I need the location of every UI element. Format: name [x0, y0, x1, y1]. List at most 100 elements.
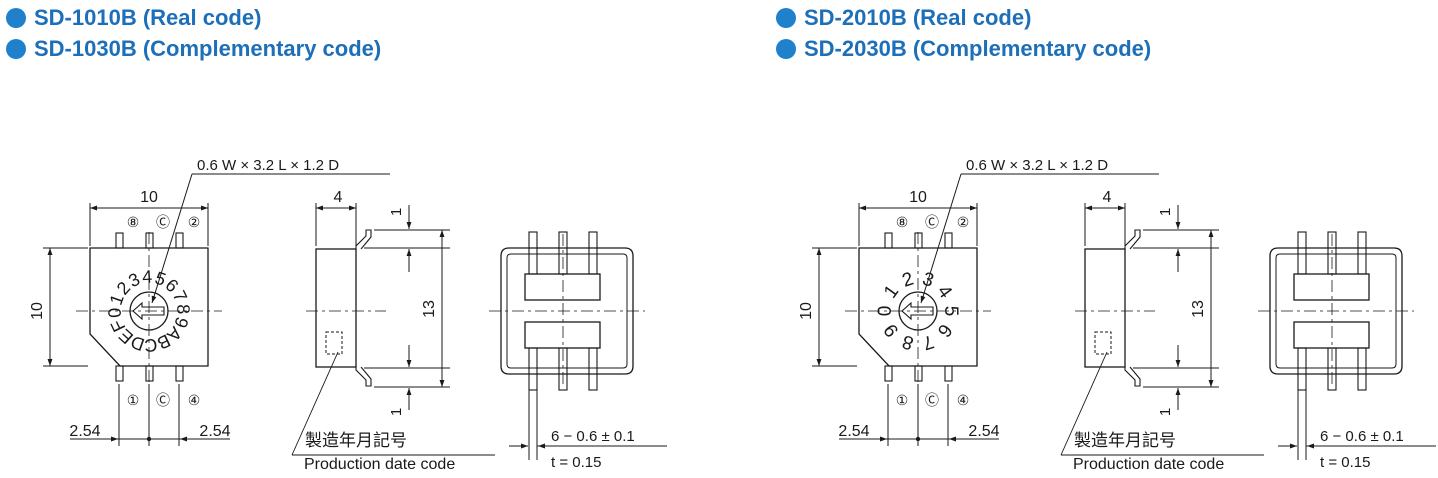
dial-digit: D [128, 332, 147, 355]
bottom-window-top [524, 273, 601, 301]
pin-label-top: ⑧ [127, 214, 140, 230]
pin-count-label: 6 − 0.6 ± 0.1 [551, 428, 635, 445]
bottom-view-terminal-top [588, 231, 598, 275]
terminal-top [944, 232, 953, 249]
bottom-view-terminal-bottom [528, 347, 538, 391]
lead-top-label: 1 [1157, 208, 1174, 216]
pin-label-bottom: Ⓒ [925, 392, 939, 408]
lead-bottom-label: 1 [1157, 408, 1174, 416]
bottom-window-bottom [1293, 321, 1370, 349]
slot-dimension-label: 0.6 W × 3.2 L × 1.2 D [197, 157, 339, 174]
date-code-english: Production date code [1073, 456, 1224, 473]
bottom-view-terminal-bottom [1327, 347, 1337, 391]
bottom-view-inner-frame [1275, 253, 1397, 369]
left-title-real: SD-1010B (Real code) [34, 4, 262, 30]
lead-bottom-label: 1 [388, 408, 405, 416]
bottom-view-frame [1269, 247, 1403, 375]
dial-digit: 5 [940, 306, 961, 317]
bottom-view-inner-frame [506, 253, 628, 369]
lead-top-label: 1 [388, 208, 405, 216]
terminal-top [115, 232, 124, 249]
right-title-complementary: SD-2030B (Complementary code) [804, 35, 1152, 61]
bottom-window-top [1293, 273, 1370, 301]
bullet-icon [776, 38, 796, 59]
rotor-arrow-icon [901, 301, 934, 321]
pin-count-label: 6 − 0.6 ± 0.1 [1320, 428, 1404, 445]
dial-digit: 8 [173, 304, 193, 315]
dial-digit: 4 [142, 267, 153, 287]
dial-digit: 7 [920, 330, 937, 353]
bottom-view-terminal-top [528, 231, 538, 275]
bullet-icon [6, 38, 26, 59]
side-lead-top [355, 229, 372, 250]
width-dimension-label: 10 [909, 189, 927, 206]
terminal-bottom [914, 365, 923, 382]
total-height-label: 13 [1190, 300, 1207, 318]
switch-body [89, 247, 209, 367]
left-header: SD-1010B (Real code) SD-1030B (Complemen… [6, 2, 381, 64]
slot-leader [920, 173, 962, 304]
pitch-center-dot [915, 436, 921, 442]
thickness-label: t = 0.15 [551, 454, 601, 471]
right-header: SD-2010B (Real code) SD-2030B (Complemen… [776, 2, 1151, 64]
bottom-window-bottom [524, 321, 601, 349]
bottom-view-terminal-bottom [1297, 347, 1307, 391]
side-width-label: 4 [1103, 189, 1112, 206]
date-code-leader [1060, 351, 1108, 456]
width-dimension-label: 10 [140, 189, 158, 206]
terminal-bottom [884, 365, 893, 382]
pin-label-top: Ⓒ [156, 214, 170, 230]
bottom-view-terminal-bottom [588, 347, 598, 391]
pitch-right-label: 2.54 [199, 423, 230, 440]
dial-digit: 0 [875, 306, 896, 317]
rotor-circle [898, 291, 938, 331]
pin-label-top: ⑧ [896, 214, 909, 230]
dial-digit: 0 [105, 307, 125, 318]
bullet-icon [6, 7, 26, 28]
dial-digit: 8 [900, 330, 917, 353]
pin-label-top: Ⓒ [925, 214, 939, 230]
date-code-box [325, 331, 343, 355]
pitch-right-label: 2.54 [968, 423, 999, 440]
bottom-view-frame [500, 247, 634, 375]
bottom-view-terminal-bottom [558, 347, 568, 391]
thickness-label: t = 0.15 [1320, 454, 1370, 471]
pin-label-bottom: ④ [188, 392, 201, 408]
switch-body [858, 247, 978, 367]
bottom-view-terminal-top [1357, 231, 1367, 275]
terminal-top [145, 232, 154, 249]
side-width-label: 4 [334, 189, 343, 206]
pitch-left-label: 2.54 [838, 423, 869, 440]
dial-digit: 6 [933, 320, 956, 341]
bottom-view-terminal-top [1297, 231, 1307, 275]
terminal-bottom [175, 365, 184, 382]
side-lead-bottom [1124, 366, 1141, 387]
pin-label-bottom: ④ [957, 392, 970, 408]
dial-digit: 2 [900, 268, 917, 291]
pin-label-bottom: ① [896, 392, 909, 408]
height-dimension-label: 10 [798, 302, 815, 320]
bottom-view-terminal-bottom [1357, 347, 1367, 391]
date-code-japanese: 製造年月記号 [305, 431, 407, 450]
terminal-top [175, 232, 184, 249]
left-title-complementary: SD-1030B (Complementary code) [34, 35, 382, 61]
terminal-bottom [115, 365, 124, 382]
right-title-real: SD-2010B (Real code) [804, 4, 1032, 30]
pitch-left-label: 2.54 [69, 423, 100, 440]
date-code-english: Production date code [304, 456, 455, 473]
dial-digit: 4 [933, 281, 956, 302]
pin-label-bottom: ① [127, 392, 140, 408]
pin-label-top: ② [957, 214, 970, 230]
rotor-circle [129, 291, 169, 331]
terminal-bottom [145, 365, 154, 382]
date-code-japanese: 製造年月記号 [1074, 431, 1176, 450]
pitch-center-dot [146, 436, 152, 442]
total-height-label: 13 [421, 300, 438, 318]
side-view-body [315, 248, 357, 368]
height-dimension-label: 10 [29, 302, 46, 320]
rotor-arrow-icon [132, 301, 165, 321]
side-lead-top [1124, 229, 1141, 250]
date-code-leader [291, 351, 339, 456]
slot-dimension-label: 0.6 W × 3.2 L × 1.2 D [966, 157, 1108, 174]
